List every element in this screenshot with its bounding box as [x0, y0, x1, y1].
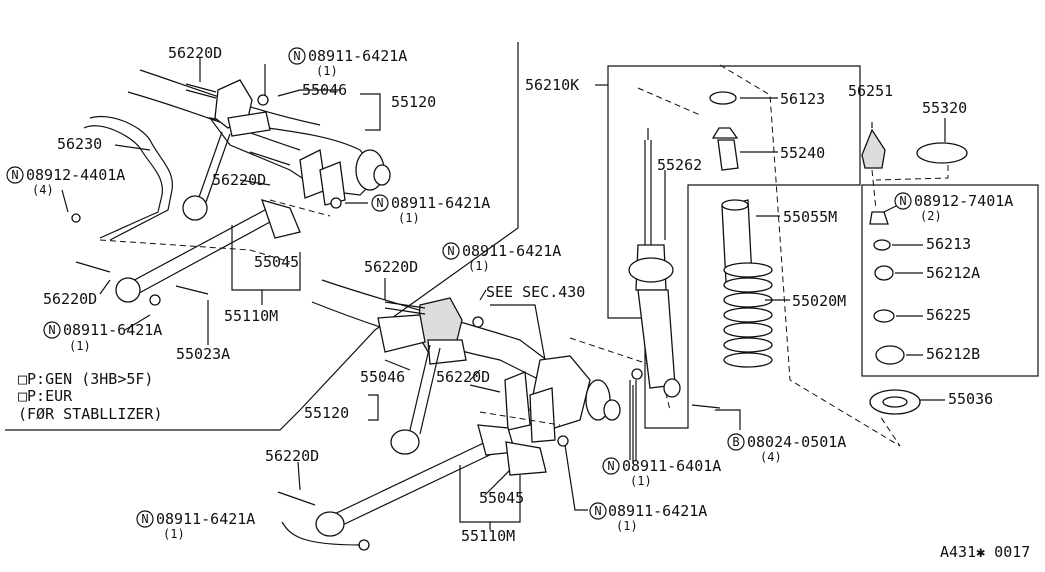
- svg-text:B: B: [732, 435, 739, 449]
- svg-text:N: N: [141, 512, 148, 526]
- label-56212B: 56212B: [926, 345, 980, 363]
- label-55046: 55046: [302, 81, 347, 99]
- svg-text:(1): (1): [398, 211, 420, 225]
- label-55110M: 55110M: [224, 307, 278, 325]
- note-line-3: (FØR STABLLIZER): [18, 405, 163, 423]
- label-55120: 55120: [391, 93, 436, 111]
- label-56210K: 56210K: [525, 76, 579, 94]
- label-55036: 55036: [948, 390, 993, 408]
- label-08024-0501A: 08024-0501A: [747, 433, 846, 451]
- label-56212A: 56212A: [926, 264, 980, 282]
- svg-text:N: N: [899, 194, 906, 208]
- label-56213: 56213: [926, 235, 971, 253]
- label-56220D: 56220D: [364, 258, 418, 276]
- label-56220D: 56220D: [436, 368, 490, 386]
- svg-text:N: N: [48, 323, 55, 337]
- label-56220D: 56220D: [212, 171, 266, 189]
- label-55045: 55045: [479, 489, 524, 507]
- label-55055M: 55055M: [783, 208, 837, 226]
- svg-text:(2): (2): [920, 209, 942, 223]
- note-line-2: □P:EUR: [18, 387, 73, 405]
- label-08911-6421A: 08911-6421A: [156, 510, 255, 528]
- shock-spring-drawing: [628, 64, 968, 460]
- svg-text:N: N: [11, 168, 18, 182]
- svg-text:(1): (1): [163, 527, 185, 541]
- svg-text:N: N: [376, 196, 383, 210]
- lower-axle-drawing: [277, 279, 671, 551]
- label-56123: 56123: [780, 90, 825, 108]
- label-08911-6401A: 08911-6401A: [622, 457, 721, 475]
- label-08911-6421A: 08911-6421A: [308, 47, 407, 65]
- shock-assembly-box: [607, 65, 861, 429]
- label-55110M: 55110M: [461, 527, 515, 545]
- label-55120: 55120: [304, 404, 349, 422]
- label-55023A: 55023A: [176, 345, 230, 363]
- label-55046: 55046: [360, 368, 405, 386]
- upper-axle-drawing: [71, 69, 391, 306]
- svg-text:(1): (1): [630, 474, 652, 488]
- svg-text:(1): (1): [468, 259, 490, 273]
- svg-text:(1): (1): [316, 64, 338, 78]
- part-labels: 56220D 08911-6421A (1) 55046 55120 56230…: [26, 44, 1013, 545]
- nut-markers: N N N N N N N N N B: [6, 47, 912, 528]
- leader-lines: [61, 58, 946, 511]
- svg-text:(4): (4): [32, 183, 54, 197]
- label-56230: 56230: [57, 135, 102, 153]
- note-line-1: □P:GEN (3HB>5F): [18, 370, 153, 388]
- label-see-sec-430: SEE SEC.430: [486, 283, 585, 301]
- svg-text:(1): (1): [616, 519, 638, 533]
- applicability-notes: □P:GEN (3HB>5F) □P:EUR (FØR STABLLIZER): [18, 370, 163, 423]
- svg-text:N: N: [594, 504, 601, 518]
- label-56220D: 56220D: [265, 447, 319, 465]
- label-08911-6421A: 08911-6421A: [391, 194, 490, 212]
- label-56251: 56251: [848, 82, 893, 100]
- figure-code: A431✱ 0017: [940, 543, 1030, 561]
- svg-text:N: N: [293, 49, 300, 63]
- mount-parts-box: [861, 184, 1039, 377]
- svg-text:(1): (1): [69, 339, 91, 353]
- label-08911-6421A: 08911-6421A: [462, 242, 561, 260]
- label-55045: 55045: [254, 253, 299, 271]
- label-08912-7401A: 08912-7401A: [914, 192, 1013, 210]
- label-55262: 55262: [657, 156, 702, 174]
- svg-text:N: N: [607, 459, 614, 473]
- svg-text:N: N: [447, 244, 454, 258]
- label-55020M: 55020M: [792, 292, 846, 310]
- label-55320: 55320: [922, 99, 967, 117]
- label-56220D: 56220D: [43, 290, 97, 308]
- label-56220D: 56220D: [168, 44, 222, 62]
- label-08911-6421A: 08911-6421A: [608, 502, 707, 520]
- label-56225: 56225: [926, 306, 971, 324]
- label-55240: 55240: [780, 144, 825, 162]
- label-08912-4401A: 08912-4401A: [26, 166, 125, 184]
- svg-text:(4): (4): [760, 450, 782, 464]
- label-08911-6421A: 08911-6421A: [63, 321, 162, 339]
- inset-border: [5, 42, 519, 431]
